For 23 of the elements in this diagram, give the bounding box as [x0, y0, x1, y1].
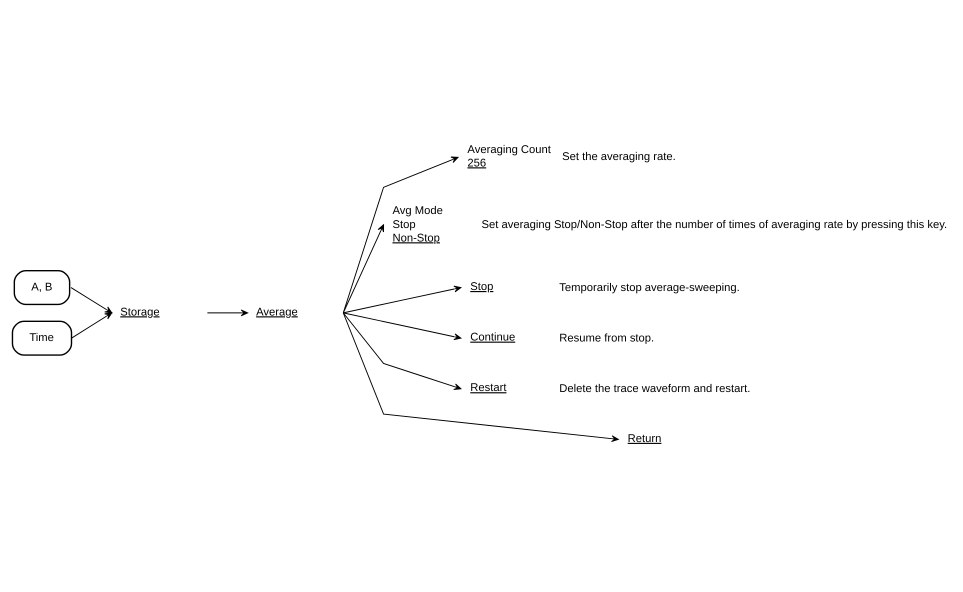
node-label: Delete the trace waveform and restart.: [559, 383, 750, 396]
node-text: Avg Mode Stop Non-Stop: [392, 205, 443, 244]
node-text: Restart: [470, 382, 506, 394]
node-text: Averaging Count 256: [467, 144, 551, 170]
node-text: Stop: [470, 281, 494, 293]
arrow: [342, 312, 462, 390]
node-text: Continue: [470, 332, 516, 344]
arrow: [206, 309, 248, 316]
arrow: [342, 224, 384, 314]
arrow: [342, 312, 619, 442]
arrow: [342, 286, 462, 314]
node-box: A, B: [14, 270, 70, 306]
arrow: [342, 156, 459, 314]
node-text: Average: [256, 306, 298, 318]
node-label: Temporarily stop average-sweeping.: [559, 282, 740, 294]
node-label: Resume from stop.: [559, 332, 654, 345]
node-text: Storage: [120, 306, 160, 318]
node-label: Set averaging Stop/Non-Stop after the number of times of averaging rate by pressing this key.: [482, 219, 948, 232]
node-box: Time: [12, 320, 72, 356]
node-text: Return: [628, 432, 662, 445]
arrow: [71, 312, 112, 339]
node-label: Set the averaging rate.: [562, 151, 676, 164]
arrow: [342, 312, 462, 340]
